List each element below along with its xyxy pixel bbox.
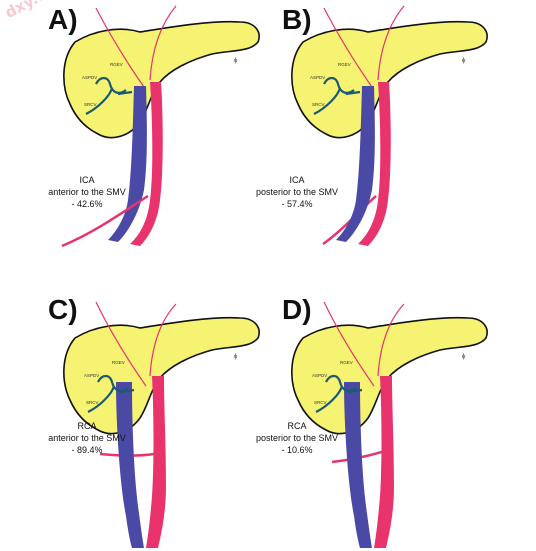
caption-vessel: ICA [289, 175, 305, 185]
caption-vessel: RCA [287, 421, 307, 431]
artery-upper-left [95, 301, 147, 387]
pancreas-diagram-c: ASPDV RGEV SRCV ϕ [63, 301, 260, 548]
artery-upper-left [323, 7, 375, 91]
caption-relation: posterior to the SMV [255, 187, 339, 197]
panel-a: ASPDV RGEV SRCV ϕ dxy.cn A) ICA anterior… [0, 0, 268, 275]
rgev-label: RGEV [338, 62, 351, 67]
aspdv-label: ASPDV [310, 75, 325, 80]
pancreas-outline [63, 316, 260, 435]
srcv-label: SRCV [86, 400, 99, 405]
pancreas-diagram-a: ASPDV RGEV SRCV ϕ [61, 5, 260, 248]
artery-upper-right [149, 303, 177, 377]
smv [344, 382, 372, 548]
panel-letter: D) [282, 294, 312, 325]
sma [146, 376, 166, 548]
sma [374, 376, 394, 548]
panel-c: ASPDV RGEV SRCV ϕ C) RCA anterior to the… [0, 276, 268, 551]
caption-vessel: RCA [77, 421, 97, 431]
artery-upper-right [377, 303, 405, 377]
caption-relation: posterior to the SMV [255, 433, 339, 443]
pancreas-outline [291, 20, 488, 139]
aspdv-label: ASPDV [84, 373, 99, 378]
pancreas-outline [63, 20, 260, 139]
spleen-marker: ϕ [462, 354, 466, 360]
rgev-label: RGEV [340, 360, 353, 365]
panel-letter: B) [282, 4, 312, 35]
caption: RCA anterior to the SMV - 89.4% [32, 420, 142, 456]
caption: RCA posterior to the SMV - 10.6% [242, 420, 352, 456]
rgev-label: RGEV [110, 62, 123, 67]
smv [336, 86, 375, 242]
panel-letter: A) [48, 4, 78, 35]
gastrocolic-trunk [87, 374, 135, 413]
caption-percentage: - 57.4% [281, 199, 313, 209]
pancreas-diagram-d: ASPDV RGEV SRCV ϕ [291, 301, 488, 548]
caption-vessel: ICA [79, 175, 95, 185]
caption-percentage: - 89.4% [71, 445, 103, 455]
srcv-label: SRCV [314, 400, 327, 405]
caption-percentage: - 42.6% [71, 199, 103, 209]
caption-relation: anterior to the SMV [48, 187, 126, 197]
panel-d: ASPDV RGEV SRCV ϕ D) RCA posterior to th… [256, 276, 536, 551]
spleen-marker: ϕ [234, 58, 238, 64]
caption: ICA posterior to the SMV - 57.4% [242, 174, 352, 210]
srcv-label: SRCV [312, 102, 325, 107]
caption-relation: anterior to the SMV [48, 433, 126, 443]
artery-upper-right [377, 5, 405, 81]
caption: ICA anterior to the SMV - 42.6% [32, 174, 142, 210]
gastrocolic-trunk [313, 76, 361, 115]
smv [116, 382, 144, 548]
pancreas-diagram-b: ASPDV RGEV SRCV ϕ [291, 5, 488, 246]
colic-artery-ica [61, 194, 149, 248]
rgev-label: RGEV [112, 360, 125, 365]
gastrocolic-trunk [85, 76, 133, 115]
caption-percentage: - 10.6% [281, 445, 313, 455]
spleen-marker: ϕ [234, 354, 238, 360]
gastrocolic-trunk [315, 374, 363, 413]
aspdv-label: ASPDV [312, 373, 327, 378]
srcv-label: SRCV [84, 102, 97, 107]
artery-upper-right [149, 5, 177, 81]
pancreas-outline [291, 316, 488, 435]
artery-upper-left [323, 301, 375, 387]
sma [130, 82, 163, 246]
panel-b: ASPDV RGEV SRCV ϕ B) ICA posterior to th… [256, 0, 536, 275]
spleen-marker: ϕ [462, 58, 466, 64]
sma [358, 82, 391, 246]
panel-letter: C) [48, 294, 78, 325]
aspdv-label: ASPDV [82, 75, 97, 80]
artery-upper-left [95, 7, 147, 91]
